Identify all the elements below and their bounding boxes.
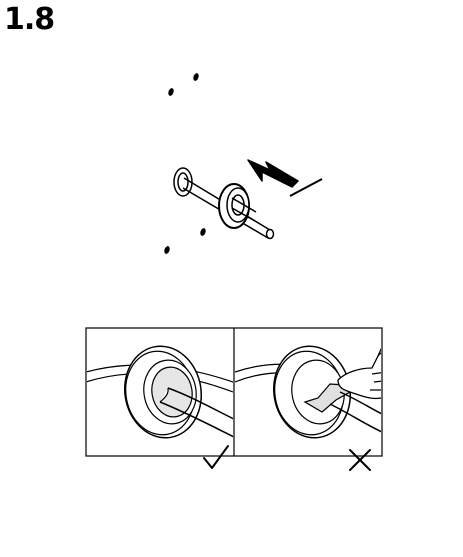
incorrect-panel — [235, 345, 381, 439]
pushing-hand-icon — [337, 347, 381, 400]
loose-grommet — [218, 183, 257, 229]
step-number: 1.8 — [4, 2, 55, 37]
direction-arrow-icon — [247, 159, 323, 197]
comparison-panels — [85, 327, 383, 457]
check-icon — [203, 445, 229, 469]
grommet-assembly-diagram — [164, 73, 323, 254]
screw-hole-marks — [164, 73, 206, 254]
cross-icon — [349, 449, 371, 471]
correct-panel — [87, 345, 233, 439]
